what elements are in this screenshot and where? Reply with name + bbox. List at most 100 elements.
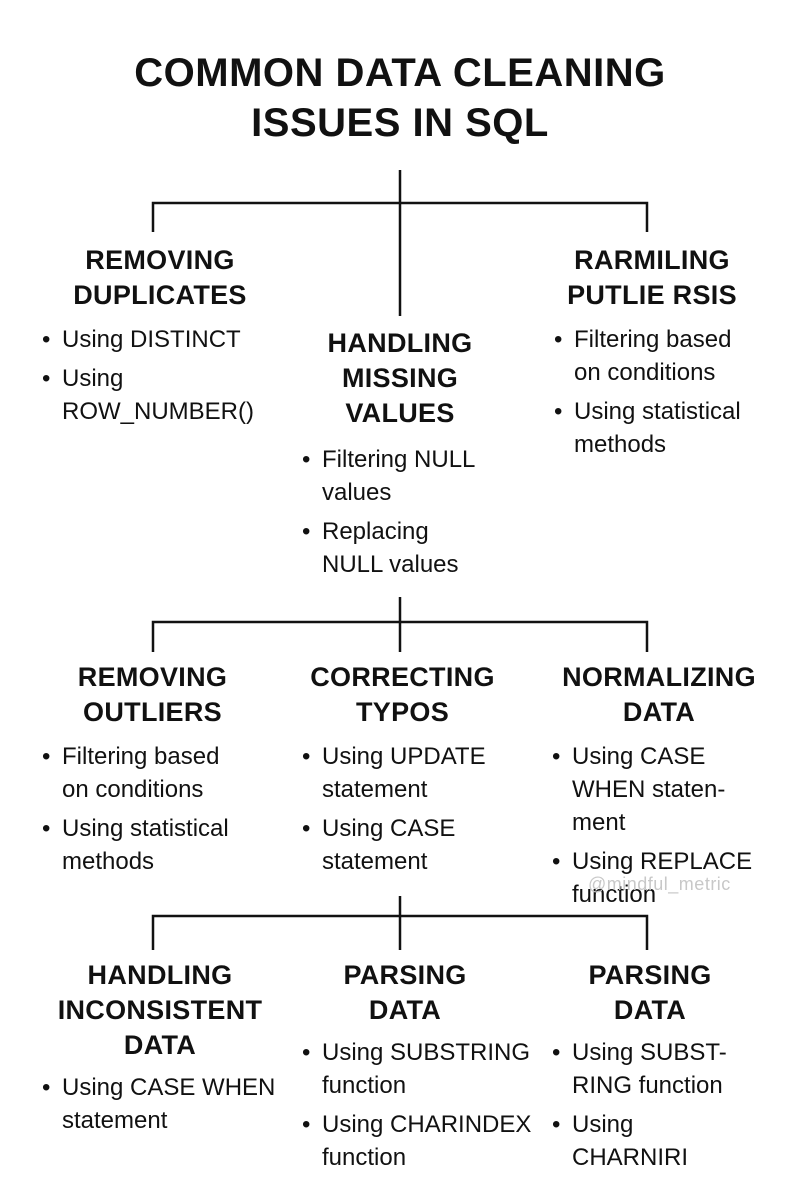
node-heading: REMOVING OUTLIERS <box>40 660 265 730</box>
diagram-title: COMMON DATA CLEANING ISSUES IN SQL <box>0 48 800 148</box>
list-item: Filtering based on conditions <box>40 740 280 806</box>
node-heading: RARMILING PUTLIE RSIS <box>552 243 752 313</box>
list-item: Replacing NULL values <box>300 515 540 581</box>
list-item: Using UPDATE statement <box>300 740 540 806</box>
heading-line: REMOVING <box>85 245 235 275</box>
item-line: Using SUBSTRING <box>322 1039 531 1066</box>
title-line-1: COMMON DATA CLEANING <box>134 51 666 95</box>
item-line: RING function <box>572 1072 723 1099</box>
item-line: Using statistical <box>62 815 229 842</box>
list-item: Using CASE WHEN statement <box>40 1071 295 1137</box>
list-item: Using CHARNIRI <box>550 1108 795 1174</box>
item-line: Filtering NULL <box>322 446 476 473</box>
heading-line: DATA <box>368 995 442 1025</box>
node-parsing-data-1: PARSING DATA Using SUBSTRING function Us… <box>300 958 555 1174</box>
item-line: statement <box>322 848 428 875</box>
node-heading: PARSING DATA <box>550 958 750 1028</box>
bullet-list: Filtering based on conditions Using stat… <box>40 740 280 878</box>
node-heading: PARSING DATA <box>300 958 510 1028</box>
bullet-list: Using CASE WHEN staten- ment Using REPLA… <box>550 740 795 911</box>
heading-line: MISSING <box>341 363 459 393</box>
heading-line: NORMALIZING <box>562 662 756 692</box>
item-line: on conditions <box>574 359 716 386</box>
node-handling-inconsistent-data: HANDLING INCONSISTENT DATA Using CASE WH… <box>40 958 295 1137</box>
item-line: NULL values <box>322 551 459 578</box>
item-line: Using REPLACE <box>572 848 753 875</box>
item-line: statement <box>322 776 428 803</box>
list-item: Using CASE statement <box>300 812 540 878</box>
item-line: statement <box>62 1107 168 1134</box>
item-line: methods <box>574 431 667 458</box>
list-item: Using REPLACE function <box>550 845 795 911</box>
bullet-list: Using SUBST- RING function Using CHARNIR… <box>550 1036 795 1174</box>
connector-bottom-bracket <box>151 914 649 950</box>
heading-line: REMOVING <box>77 662 228 692</box>
connector-middle-bracket <box>151 620 649 652</box>
list-item: Using SUBST- RING function <box>550 1036 795 1102</box>
heading-line: PUTLIE RSIS <box>567 280 737 310</box>
node-heading: REMOVING DUPLICATES <box>40 243 280 313</box>
node-rarmiling-putlie-rsis: RARMILING PUTLIE RSIS Filtering based on… <box>552 243 792 461</box>
watermark: @mindful_metric <box>588 874 731 894</box>
item-line: Using CASE <box>572 743 706 770</box>
item-line: Using CASE WHEN <box>62 1074 276 1101</box>
heading-line: DATA <box>622 697 696 727</box>
heading-line: HANDLING <box>327 328 473 358</box>
bullet-list: Filtering based on conditions Using stat… <box>552 323 792 461</box>
heading-line: HANDLING <box>87 960 233 990</box>
heading-line: VALUES <box>345 398 455 428</box>
heading-line: DATA <box>123 1030 197 1060</box>
node-removing-outliers: REMOVING OUTLIERS Filtering based on con… <box>40 660 280 878</box>
list-item: Using statistical methods <box>552 395 792 461</box>
connector-top-bracket <box>151 201 649 232</box>
heading-line: DUPLICATES <box>73 280 247 310</box>
title-line-2: ISSUES IN SQL <box>251 101 549 145</box>
heading-line: TYPOS <box>355 697 450 727</box>
item-line: ROW_NUMBER() <box>62 398 254 425</box>
item-line: Using UPDATE <box>322 743 486 770</box>
item-line: ment <box>572 809 626 836</box>
item-line: Using statistical <box>574 398 741 425</box>
node-parsing-data-2: PARSING DATA Using SUBST- RING function … <box>550 958 795 1174</box>
item-line: on conditions <box>62 776 204 803</box>
heading-line: RARMILING <box>574 245 730 275</box>
item-line: function <box>572 881 657 908</box>
node-removing-duplicates: REMOVING DUPLICATES Using DISTINCT Using… <box>40 243 280 428</box>
item-line: function <box>322 1144 407 1171</box>
item-line: Using CHARINDEX <box>322 1111 532 1138</box>
list-item: Using ROW_NUMBER() <box>40 362 280 428</box>
item-line: Replacing <box>322 518 429 545</box>
bullet-list: Using UPDATE statement Using CASE statem… <box>300 740 540 878</box>
item-line: function <box>322 1072 407 1099</box>
list-item: Using statistical methods <box>40 812 280 878</box>
list-item: Filtering based on conditions <box>552 323 792 389</box>
item-line: methods <box>62 848 155 875</box>
heading-line: PARSING <box>343 960 467 990</box>
heading-line: DATA <box>613 995 687 1025</box>
item-line: Using <box>572 1111 634 1138</box>
list-item: Using CHARINDEX function <box>300 1108 555 1174</box>
list-item: Using SUBSTRING function <box>300 1036 555 1102</box>
item-line: Using CASE <box>322 815 456 842</box>
bullet-list: Using CASE WHEN statement <box>40 1071 295 1137</box>
heading-line: OUTLIERS <box>83 697 222 727</box>
item-line: Filtering based <box>62 743 220 770</box>
node-heading: CORRECTING TYPOS <box>300 660 505 730</box>
item-line: CHARNIRI <box>572 1144 689 1171</box>
bullet-list: Using DISTINCT Using ROW_NUMBER() <box>40 323 280 428</box>
node-normalizing-data: NORMALIZING DATA Using CASE WHEN staten-… <box>550 660 795 911</box>
item-line: values <box>322 479 392 506</box>
item-line: WHEN staten- <box>572 776 726 803</box>
bullet-list: Using SUBSTRING function Using CHARINDEX… <box>300 1036 555 1174</box>
heading-line: CORRECTING <box>310 662 495 692</box>
heading-line: PARSING <box>588 960 712 990</box>
bullet-list: Filtering NULL values Replacing NULL val… <box>300 443 540 581</box>
list-item: Filtering NULL values <box>300 443 540 509</box>
heading-line: INCONSISTENT <box>57 995 263 1025</box>
item-line: Using <box>62 365 124 392</box>
node-heading: HANDLING INCONSISTENT DATA <box>40 958 280 1063</box>
list-item: Using DISTINCT <box>40 323 280 356</box>
list-item: Using CASE WHEN staten- ment <box>550 740 795 839</box>
item-line: Using DISTINCT <box>62 326 241 353</box>
